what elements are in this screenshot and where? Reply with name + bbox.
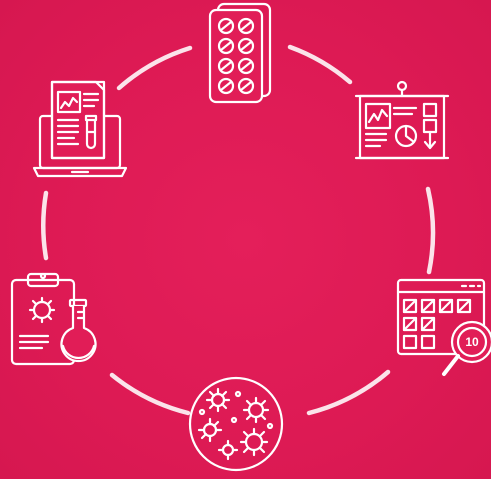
arc-presentation-to-calendar [425, 186, 436, 275]
arc-microbes-to-lab [109, 372, 191, 416]
clipboard-flask-icon [10, 272, 97, 366]
pill-blister-pack-icon [208, 2, 272, 104]
arc-pills-to-presentation [287, 44, 353, 85]
arc-lab-to-laptop [41, 190, 49, 261]
arc-calendar-to-microbes [306, 369, 391, 416]
petri-dish-microbes-icon [188, 376, 284, 472]
calendar-badge-number: 10 [465, 335, 479, 349]
laptop-report-icon [32, 80, 128, 178]
presentation-board-icon [354, 80, 450, 160]
calendar-magnifier-icon [396, 278, 491, 376]
arc-laptop-to-pills [116, 45, 193, 91]
cycle-arcs [41, 44, 436, 416]
